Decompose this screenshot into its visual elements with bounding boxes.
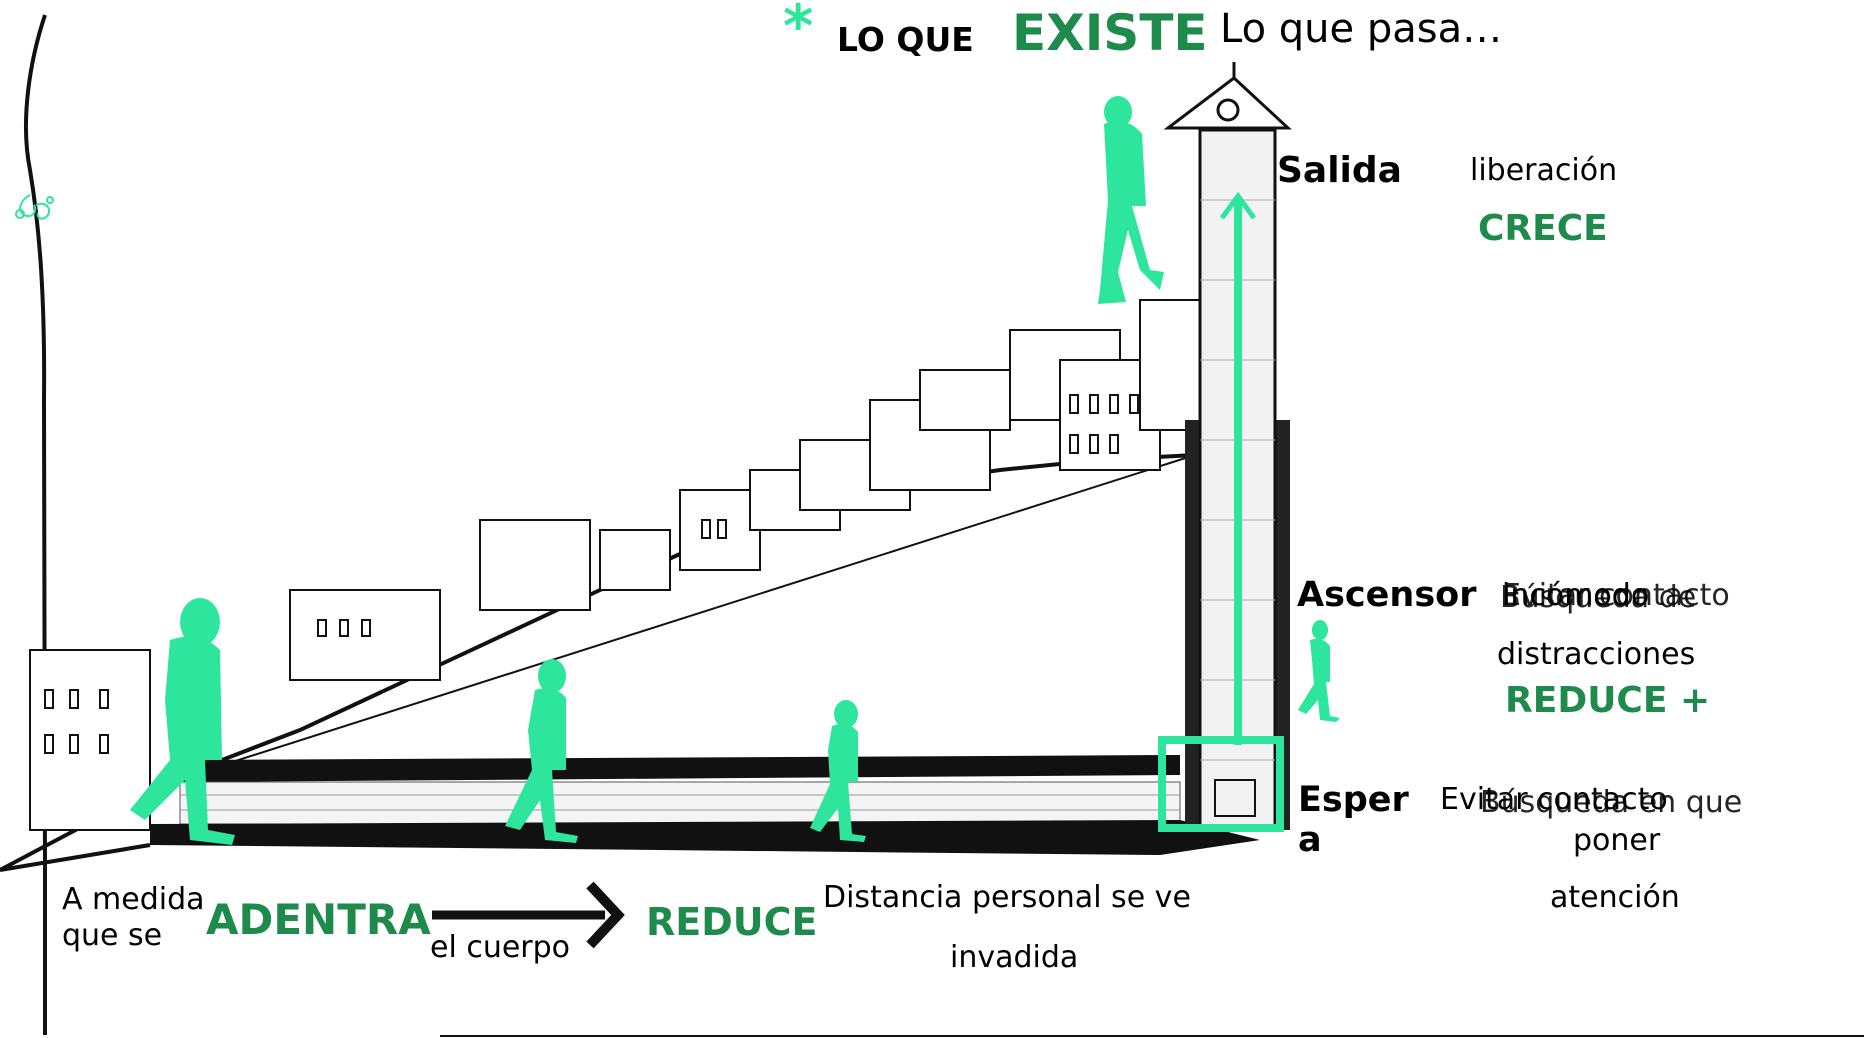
label-adentra: ADENTRA (206, 895, 431, 944)
direction-arrow-head (586, 881, 625, 949)
label-distancia: Distancia personal se ve (823, 880, 1191, 915)
elevator-cabin-box (1158, 736, 1284, 832)
label-ascensor-busqueda: Búsqueda de (1500, 580, 1697, 615)
label-distracciones: distracciones (1497, 637, 1696, 672)
figure-walking-left (130, 598, 235, 845)
label-espera-busqueda: Búsqueda en que (1480, 785, 1743, 820)
tunnel-wall (179, 781, 1181, 825)
label-a-medida: A medida que se (62, 882, 205, 953)
tunnel-top-band (180, 755, 1180, 782)
left-border-line (24, 14, 47, 1035)
label-salida: Salida (1277, 150, 1402, 191)
ornament-icon (15, 194, 54, 220)
house-windows (44, 394, 1139, 754)
label-poner: poner (1573, 823, 1661, 858)
ground-line (0, 843, 151, 872)
header-lo-que-pasa: Lo que pasa… (1220, 6, 1503, 52)
label-el-cuerpo: el cuerpo (430, 930, 571, 965)
tunnel-bottom-band (150, 820, 1260, 855)
figure-walking-top (1098, 96, 1164, 305)
figure-walking-tunnel-2 (810, 700, 866, 842)
elevator-arrow-head (1219, 191, 1257, 220)
label-ascensor: Ascensor (1297, 575, 1477, 615)
label-crece: CRECE (1478, 208, 1608, 249)
hill-houses (29, 299, 1201, 831)
label-espera: Esper a (1298, 780, 1409, 861)
label-reduce-plus: REDUCE + (1505, 680, 1711, 721)
figure-walking-ascensor (1298, 620, 1340, 722)
header-existe: EXISTE (1012, 4, 1208, 62)
label-ascensor-incomodo: incómodo (1502, 578, 1650, 613)
header-asterisk: * (783, 0, 814, 60)
header-lo-que: LO QUE (837, 20, 974, 59)
label-invadida: invadida (950, 940, 1079, 975)
figure-walking-tunnel-1 (505, 659, 578, 843)
tower-roof (1163, 62, 1292, 130)
label-ascensor-evitar-contacto: Evitar contacto (1502, 578, 1730, 613)
label-reduce: REDUCE (646, 900, 818, 944)
label-liberacion: liberación (1470, 153, 1618, 188)
label-atencion: atención (1550, 880, 1680, 915)
label-espera-evitar-contacto: Evitar contacto (1440, 782, 1668, 817)
